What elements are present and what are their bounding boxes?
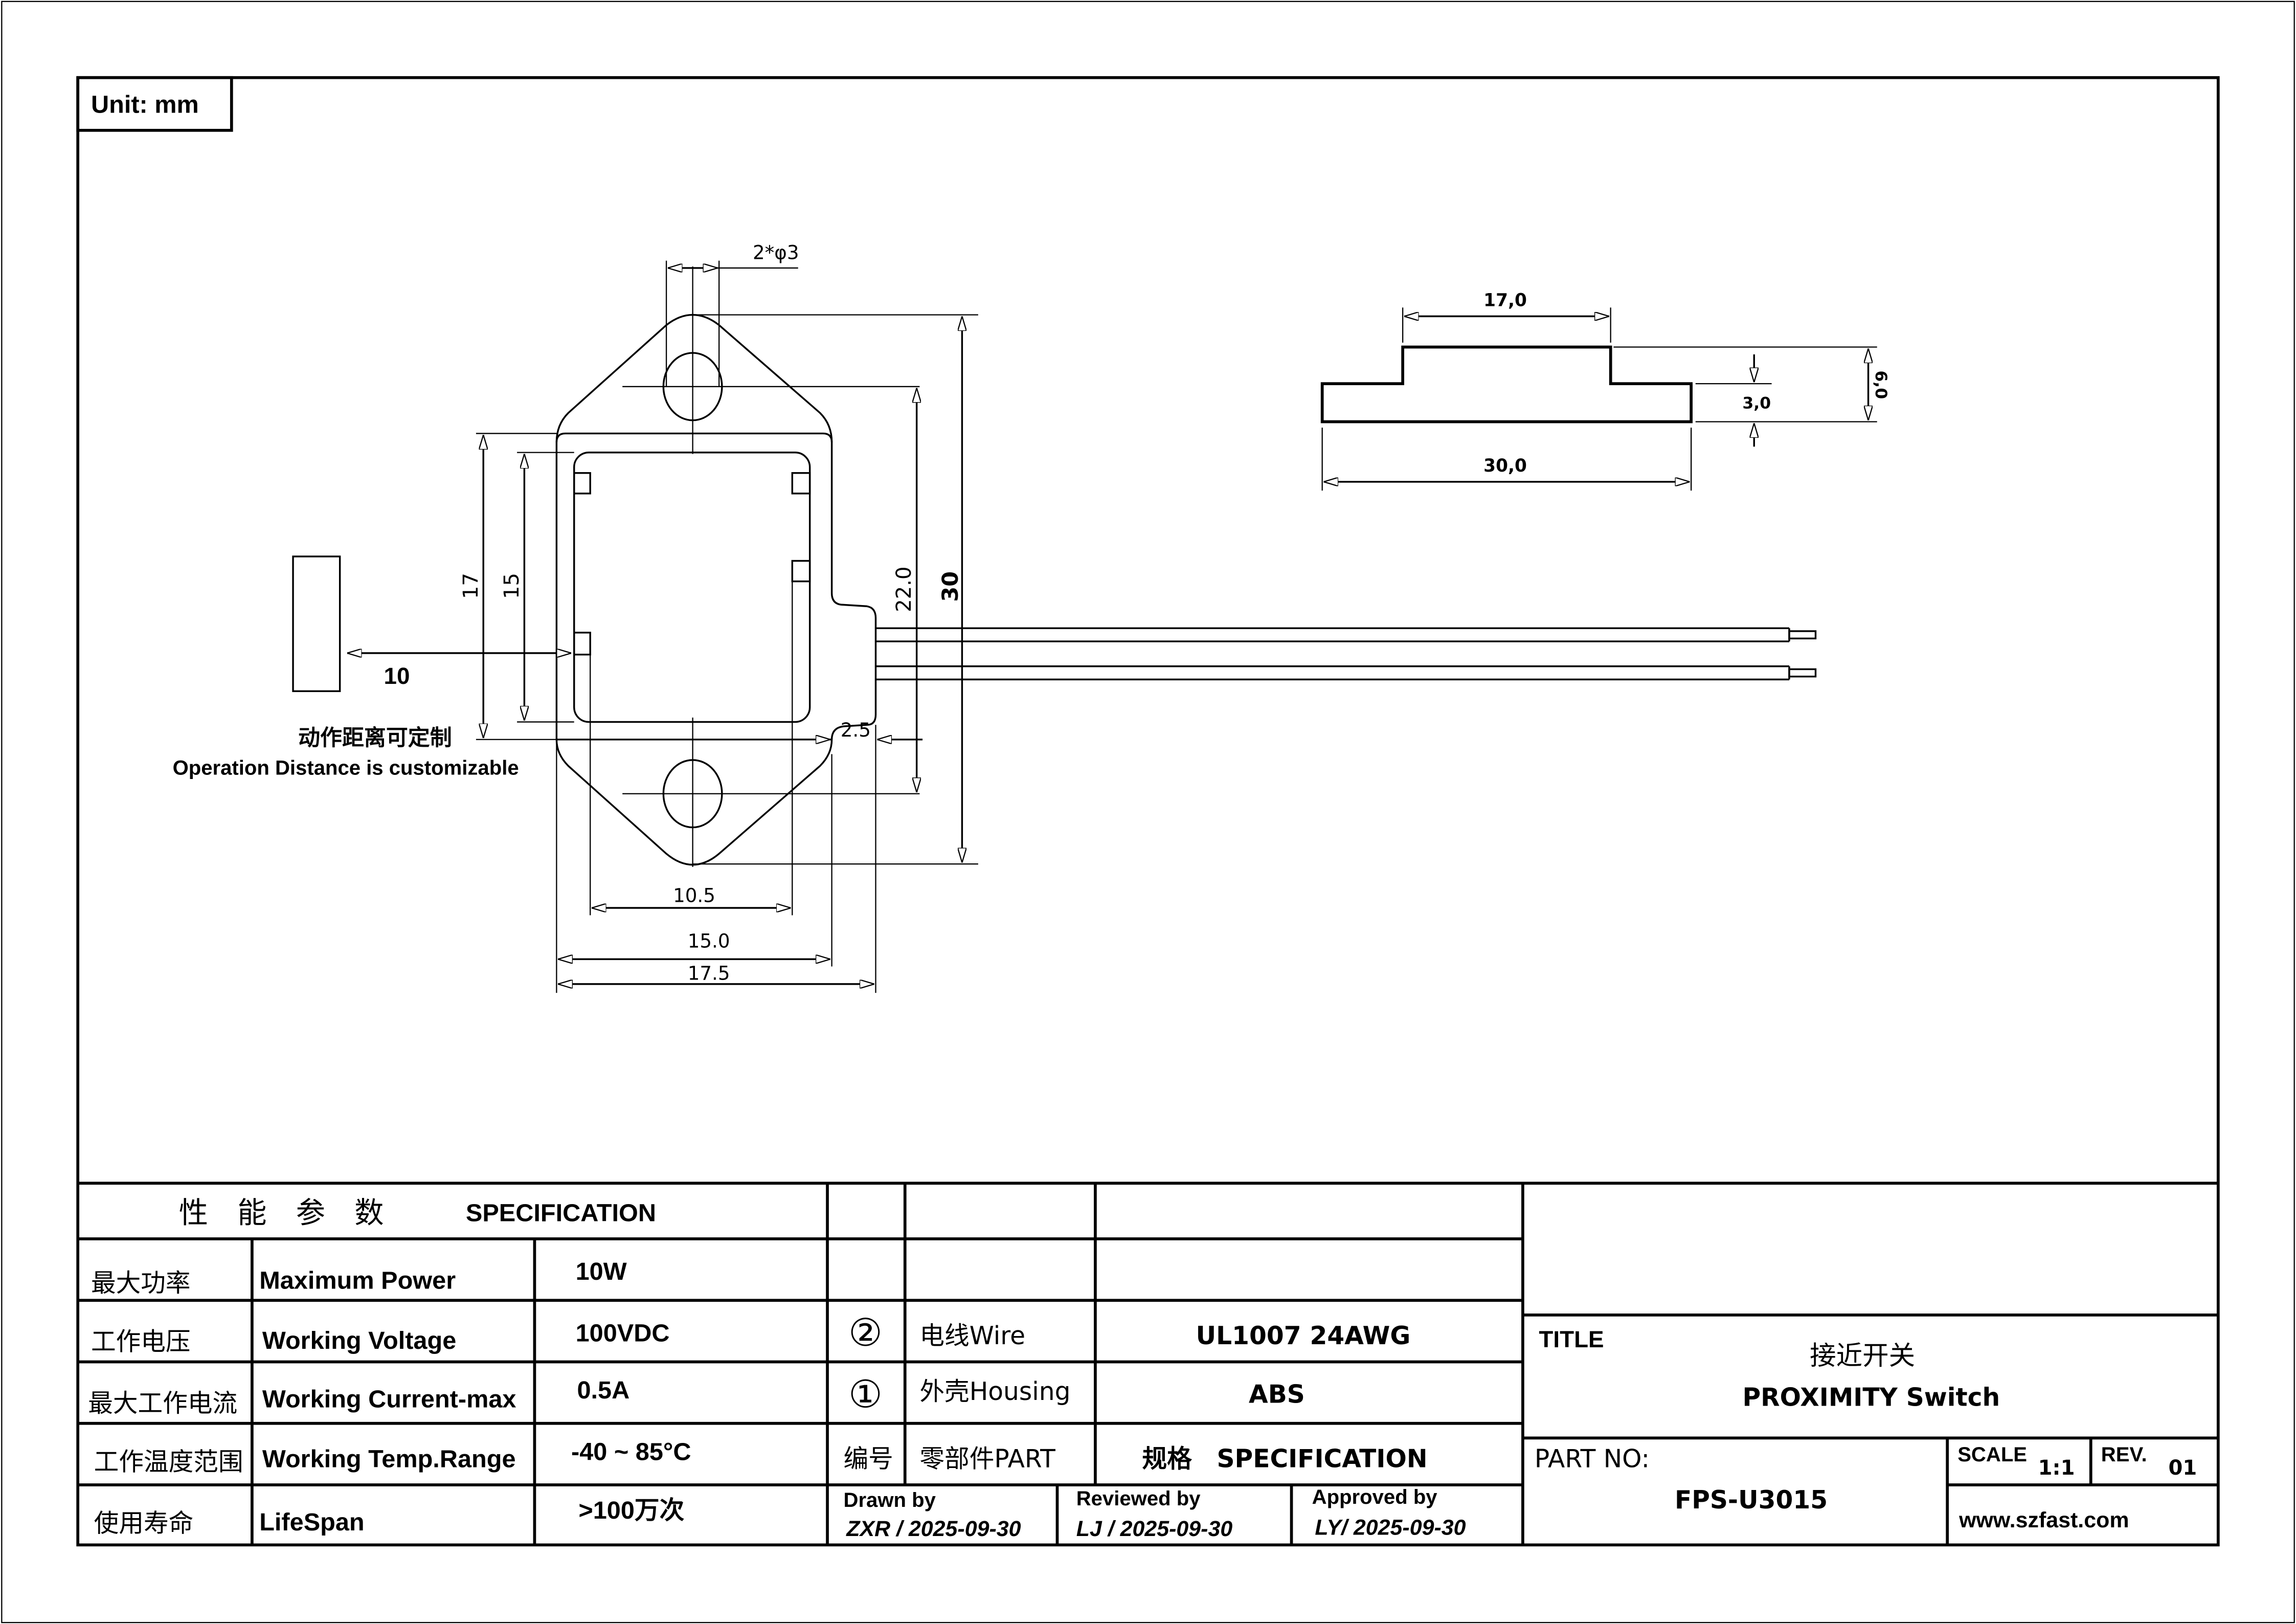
title-en: PROXIMITY Switch xyxy=(1742,1383,2000,1412)
part-no-value: FPS-U3015 xyxy=(1675,1486,1828,1515)
spec-row-en: Working Temp.Range xyxy=(262,1445,516,1473)
spec-header-en: SPECIFICATION xyxy=(466,1199,656,1227)
note-en: Operation Distance is customizable xyxy=(173,757,519,779)
spec-row-value: -40 ~ 85°C xyxy=(571,1438,691,1465)
dim-2-5: 2.5 xyxy=(841,719,871,741)
spec-row-en: Working Current-max xyxy=(262,1385,516,1413)
table-grid xyxy=(78,1182,2218,1545)
clip-tab xyxy=(573,472,591,495)
title-cn: 接近开关 xyxy=(1810,1341,1915,1371)
magnet-target xyxy=(292,555,341,693)
dim-15-0: 15.0 xyxy=(688,929,730,952)
lead-wires xyxy=(875,627,1817,681)
housing-frame xyxy=(555,432,833,741)
parts-header-no: 编号 xyxy=(844,1445,893,1474)
dim-10-5: 10.5 xyxy=(673,884,715,907)
reviewed-by-value: LJ / 2025-09-30 xyxy=(1076,1517,1233,1541)
spec-row-en: Maximum Power xyxy=(259,1266,456,1294)
title-block: TITLE 接近开关 PROXIMITY Switch PART NO: FPS… xyxy=(1535,1326,2197,1532)
spec-row-value: >100万次 xyxy=(578,1497,684,1524)
spec-row-en: LifeSpan xyxy=(259,1508,364,1536)
dim-15: 15 xyxy=(500,573,524,599)
spec-row-cn: 最大功率 xyxy=(91,1269,191,1298)
front-view: 10 动作距离可定制 Operation Distance is customi… xyxy=(173,241,1817,993)
note-cn: 动作距离可定制 xyxy=(298,725,452,751)
rev-value: 01 xyxy=(2168,1456,2197,1480)
clip-tab xyxy=(573,632,591,656)
title-label: TITLE xyxy=(1539,1326,1604,1352)
part-name: 外壳Housing xyxy=(919,1377,1070,1406)
part-number-badge: ② xyxy=(848,1310,883,1355)
part-spec: ABS xyxy=(1249,1381,1305,1409)
approved-by-value: LY/ 2025-09-30 xyxy=(1315,1515,1466,1540)
website: www.szfast.com xyxy=(1959,1508,2129,1532)
spec-row-cn: 最大工作电流 xyxy=(88,1389,237,1418)
drawn-by-label: Drawn by xyxy=(844,1489,936,1511)
scale-label: SCALE xyxy=(1957,1443,2027,1466)
spec-header-cn: 性 能 参 数 xyxy=(179,1196,384,1230)
rev-label: REV. xyxy=(2101,1443,2147,1466)
signoff-row: Drawn by ZXR / 2025-09-30 Reviewed by LJ… xyxy=(844,1486,1466,1541)
clip-tab xyxy=(791,560,811,583)
spec-row-value: 100VDC xyxy=(576,1319,670,1347)
parts-table: ② 电线Wire UL1007 24AWG ① 外壳Housing ABS 编号… xyxy=(844,1310,1428,1474)
dim-17-5: 17.5 xyxy=(688,962,730,984)
unit-box xyxy=(76,76,233,132)
dim-30: 30 xyxy=(938,571,963,602)
side-view: 17,0 30,0 3,0 6,0 xyxy=(1320,290,1890,491)
dim-17: 17 xyxy=(459,573,483,599)
mounting-flange-outline xyxy=(555,314,877,866)
spec-row-cn: 使用寿命 xyxy=(94,1509,194,1538)
side-dim-30: 30,0 xyxy=(1483,456,1527,476)
part-spec: UL1007 24AWG xyxy=(1196,1322,1411,1350)
part-number-badge: ① xyxy=(848,1372,883,1416)
side-dim-17: 17,0 xyxy=(1483,290,1527,310)
part-name: 电线Wire xyxy=(919,1322,1025,1350)
scale-value: 1:1 xyxy=(2038,1456,2075,1480)
inner-cavity xyxy=(573,451,811,723)
spec-row-en: Working Voltage xyxy=(262,1327,456,1354)
part-no-label: PART NO: xyxy=(1535,1445,1650,1474)
parts-header-part: 零部件PART xyxy=(919,1445,1055,1474)
side-dim-6: 6,0 xyxy=(1872,370,1890,399)
reviewed-by-label: Reviewed by xyxy=(1076,1487,1201,1510)
spec-row-value: 0.5A xyxy=(577,1376,629,1404)
dim-hole: 2*φ3 xyxy=(753,241,799,264)
spec-table: 性 能 参 数 SPECIFICATION 最大功率 Maximum Power… xyxy=(88,1196,691,1538)
spec-row-cn: 工作电压 xyxy=(91,1328,191,1356)
drawing-frame xyxy=(76,76,2220,1547)
spec-row-value: 10W xyxy=(576,1258,627,1285)
unit-label: Unit: mm xyxy=(91,91,199,118)
approved-by-label: Approved by xyxy=(1312,1486,1438,1508)
clip-tab xyxy=(791,472,811,495)
side-dim-3: 3,0 xyxy=(1742,394,1771,413)
drawn-by-value: ZXR / 2025-09-30 xyxy=(846,1517,1021,1541)
side-profile xyxy=(1320,345,1693,424)
spec-row-cn: 工作温度范围 xyxy=(94,1448,243,1476)
distance-label: 10 xyxy=(384,663,410,689)
parts-header-spec: 规格 SPECIFICATION xyxy=(1142,1445,1428,1474)
dim-22: 22.0 xyxy=(892,566,916,612)
